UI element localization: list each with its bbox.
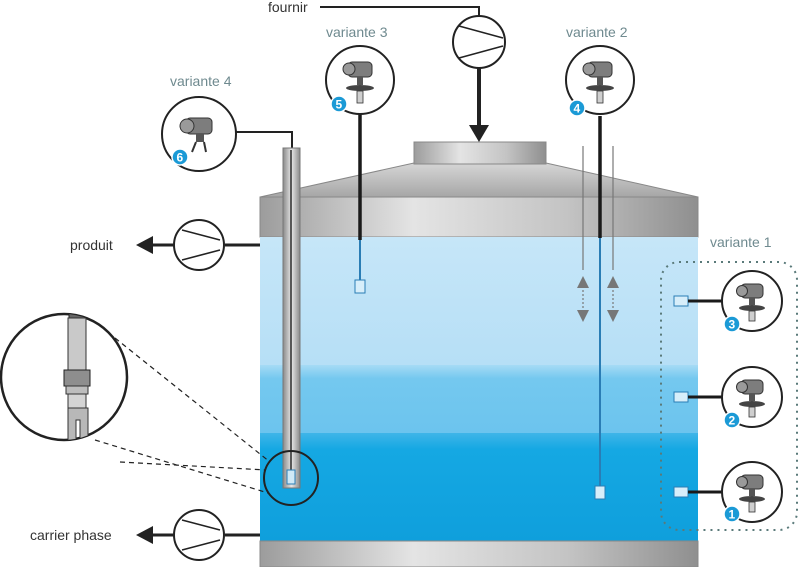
variant-2: 4 variante 2: [565, 24, 635, 500]
variant-4-label: variante 4: [170, 73, 232, 89]
variant-1-frame: [660, 261, 798, 531]
badge-2-icon: [723, 411, 741, 429]
badge-1-number: 1: [729, 508, 736, 522]
tank-roof: [259, 162, 699, 198]
carrier-outlet: carrier phase: [30, 509, 260, 561]
tank-top-band: [259, 196, 699, 238]
variant-2-label: variante 2: [566, 24, 628, 40]
variant-4: 6 variante 4: [94, 73, 319, 506]
transmitter-icon: [736, 474, 765, 513]
badge-1-icon: [723, 505, 741, 523]
product-label: produit: [70, 237, 113, 253]
transmitter-icon: [736, 283, 765, 322]
variant-1-label: variante 1: [710, 234, 772, 250]
light-liquid-layer: [260, 237, 698, 365]
carrier-pump-icon: [173, 509, 225, 561]
level-down-arrow-right-icon: [607, 310, 619, 322]
supply-arrow-icon: [469, 125, 489, 142]
transmitter-icon: [342, 61, 374, 104]
carrier-label: carrier phase: [30, 527, 112, 543]
variant-1: variante 1 3 2: [660, 234, 798, 531]
carrier-arrow-icon: [136, 526, 153, 544]
badge-4-number: 4: [574, 102, 581, 116]
variant-3-float: [354, 279, 366, 294]
tank-manway: [413, 141, 547, 165]
sensor-detail-zoom: [0, 312, 129, 442]
sensor-head-icon: [179, 117, 213, 153]
badge-5-number: 5: [336, 98, 343, 112]
product-pump-icon: [173, 219, 225, 271]
supply-label: fournir: [268, 0, 308, 15]
level-down-arrow-left-icon: [577, 310, 589, 322]
tank-bottom-band: [259, 540, 699, 567]
dense-liquid-layer: [260, 433, 698, 541]
supply-pump: fournir: [268, 0, 506, 142]
badge-4-icon: [568, 99, 586, 117]
detail-callout-ring: [263, 450, 319, 506]
transmitter-icon: [736, 379, 765, 418]
level-up-arrow-left-icon: [577, 276, 589, 288]
badge-6-number: 6: [177, 151, 184, 165]
transmitter-icon: [582, 61, 614, 104]
badge-6-icon: [171, 148, 189, 166]
supply-pump-icon: [452, 15, 506, 69]
variant-2-float: [594, 485, 606, 500]
badge-3-icon: [723, 315, 741, 333]
level-up-arrow-right-icon: [607, 276, 619, 288]
tank: [259, 141, 699, 567]
variant-3: 5 variante 3: [325, 24, 395, 294]
product-arrow-icon: [136, 236, 153, 254]
badge-2-number: 2: [729, 414, 736, 428]
emulsion-layer: [260, 365, 698, 433]
badge-5-icon: [330, 95, 348, 113]
product-outlet: produit: [70, 219, 260, 271]
badge-3-number: 3: [729, 318, 736, 332]
variant-3-label: variante 3: [326, 24, 388, 40]
